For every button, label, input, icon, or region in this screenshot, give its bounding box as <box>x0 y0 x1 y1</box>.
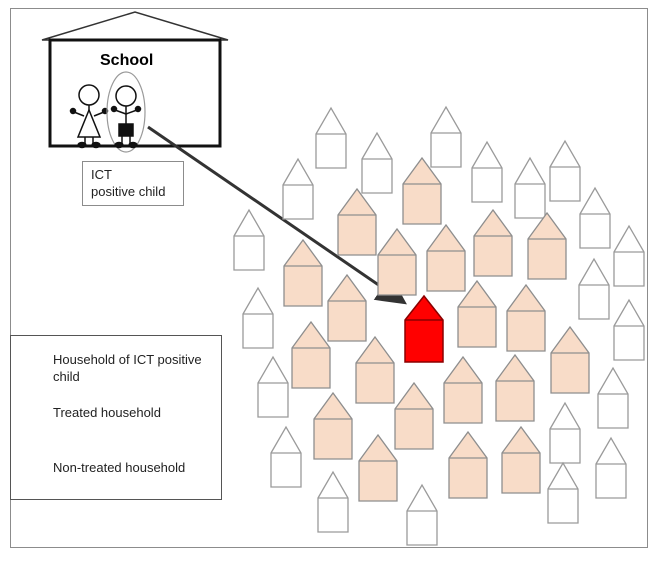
treated-house <box>358 433 398 502</box>
treated-house <box>550 325 590 394</box>
legend: Household of ICT positive child Treated … <box>10 335 222 500</box>
legend-item-index-household: Household of ICT positive child <box>53 351 202 385</box>
non-treated-house <box>579 186 611 249</box>
school-roof <box>41 11 229 41</box>
treated-house <box>377 227 417 296</box>
non-treated-house <box>315 106 347 169</box>
treated-house <box>394 381 434 450</box>
treated-house <box>495 353 535 422</box>
boy-figure-icon <box>106 71 146 153</box>
non-treated-house <box>270 425 302 488</box>
legend-item-non-treated-household: Non-treated household <box>53 460 186 475</box>
non-treated-house <box>361 131 393 194</box>
school-title: School <box>100 52 154 69</box>
non-treated-house <box>430 105 462 168</box>
treated-house <box>506 283 546 352</box>
treated-house <box>291 320 331 389</box>
treated-house <box>527 211 567 280</box>
non-treated-house <box>549 139 581 202</box>
legend-index-line2: child <box>53 369 80 384</box>
legend-item-treated-household: Treated household <box>53 405 161 420</box>
non-treated-house <box>242 286 274 349</box>
treated-house <box>426 223 466 292</box>
treated-house <box>402 156 442 225</box>
non-treated-house <box>578 257 610 320</box>
transmission-arrow <box>147 125 407 305</box>
school-building <box>41 11 229 148</box>
legend-index-line1: Household of ICT positive <box>53 352 202 367</box>
treated-house <box>337 187 377 256</box>
treated-house <box>501 425 541 494</box>
non-treated-house <box>233 208 265 271</box>
ict-positive-child-label: ICT positive child <box>82 161 184 206</box>
non-treated-house <box>613 298 645 361</box>
non-treated-house <box>613 224 645 287</box>
non-treated-house <box>597 366 629 429</box>
treated-house <box>473 208 513 277</box>
non-treated-house <box>471 140 503 203</box>
treated-house <box>283 238 323 307</box>
treated-house <box>448 430 488 499</box>
treated-house <box>457 279 497 348</box>
index-household-red-house <box>404 294 444 363</box>
households-group <box>233 105 645 546</box>
treated-house <box>355 335 395 404</box>
non-treated-house <box>257 355 289 418</box>
non-treated-house <box>549 401 581 464</box>
treated-house <box>443 355 483 424</box>
non-treated-house <box>317 470 349 533</box>
non-treated-house <box>514 156 546 219</box>
girl-figure-icon <box>69 84 109 149</box>
non-treated-house <box>282 157 314 220</box>
non-treated-house <box>406 483 438 546</box>
treated-house <box>327 273 367 342</box>
non-treated-house <box>595 436 627 499</box>
non-treated-house <box>547 461 579 524</box>
ict-label-line2: positive child <box>91 184 166 199</box>
ict-child-highlight-ellipse <box>106 71 146 153</box>
ict-label-line1: ICT <box>91 167 112 182</box>
treated-house <box>313 391 353 460</box>
